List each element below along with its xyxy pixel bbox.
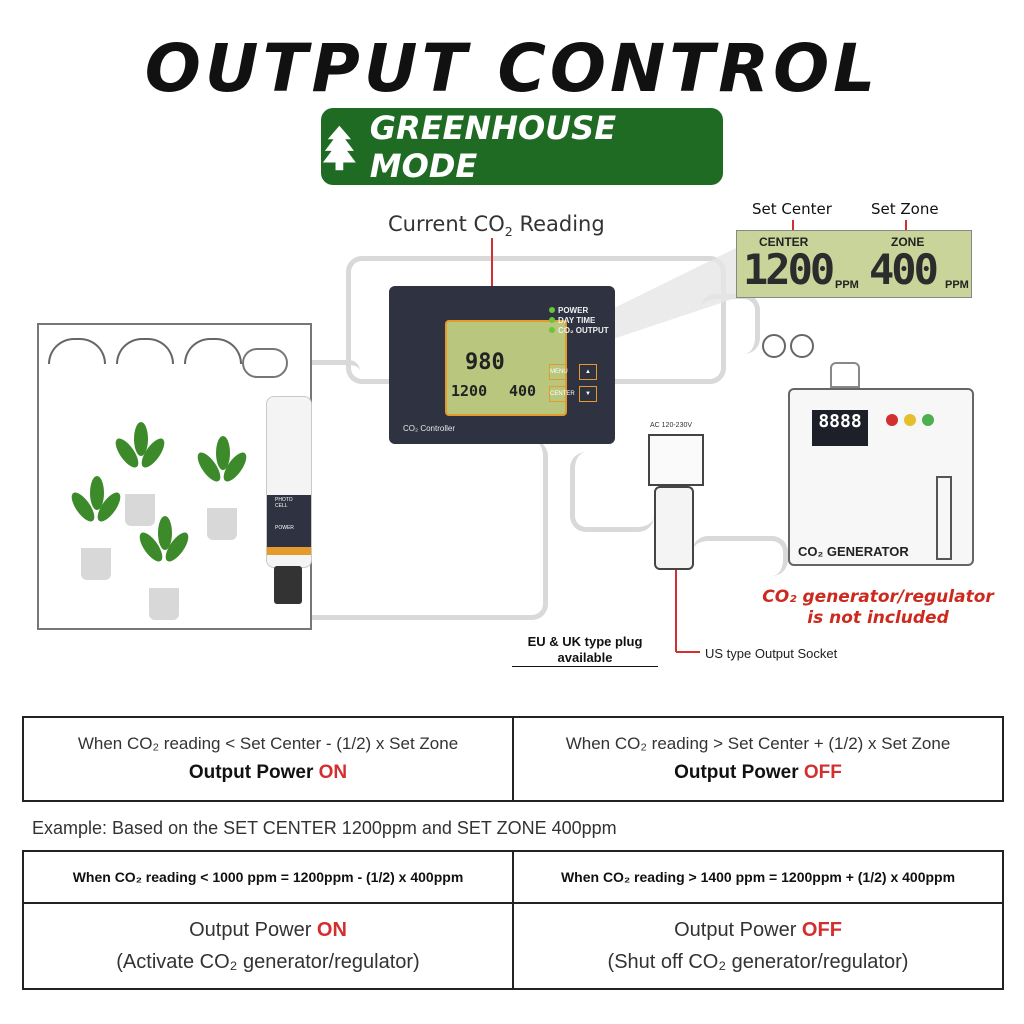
controller-display: 980 1200 400 bbox=[445, 320, 567, 416]
center-unit: PPM bbox=[835, 279, 859, 291]
plant bbox=[134, 510, 194, 620]
example-off-output: Output Power OFF bbox=[674, 919, 842, 941]
generator-display: 8888 bbox=[812, 410, 868, 446]
example-text: Example: Based on the SET CENTER 1200ppm… bbox=[32, 818, 617, 838]
example-on-output: Output Power ON bbox=[189, 919, 347, 941]
mode-badge: GREENHOUSE MODE bbox=[321, 108, 723, 185]
rule-on-output: Output Power ON bbox=[188, 762, 348, 783]
regulator-gauge bbox=[762, 334, 786, 358]
power-cable bbox=[692, 536, 788, 576]
wall-outlet: AC 120-230V bbox=[648, 422, 704, 486]
sensor-cable bbox=[286, 440, 548, 620]
daytime-indicator: DAY TIME bbox=[549, 316, 595, 325]
example-off-detail: (Shut off CO₂ generator/regulator) bbox=[607, 951, 909, 973]
co2-controller: 980 1200 400 CO₂ Controller POWER DAY TI… bbox=[389, 286, 615, 444]
plant bbox=[110, 416, 170, 526]
co2-generator: 8888 CO₂ GENERATOR bbox=[788, 388, 974, 566]
mode-label: GREENHOUSE MODE bbox=[369, 108, 617, 185]
rule-off-cell: When CO₂ reading > Set Center + (1/2) x … bbox=[512, 716, 1004, 802]
rules-table: When CO₂ reading < Set Center - (1/2) x … bbox=[22, 716, 1004, 802]
system-diagram: PHOTO CELL POWER Current CO2 Reading Set… bbox=[0, 190, 1024, 690]
co2-tank bbox=[830, 362, 860, 388]
power-indicator: POWER bbox=[549, 306, 588, 315]
cable-gland bbox=[274, 566, 302, 604]
rule-on-cell: When CO₂ reading < Set Center - (1/2) x … bbox=[22, 716, 514, 802]
output-indicator: CO₂ OUTPUT bbox=[549, 326, 609, 335]
co2-cloud bbox=[242, 348, 288, 378]
display-reading: 980 bbox=[465, 350, 505, 375]
controller-name: CO₂ Controller bbox=[403, 424, 456, 433]
status-light bbox=[886, 414, 898, 426]
regulator-gauge bbox=[790, 334, 814, 358]
plant bbox=[66, 470, 126, 580]
socket-note: US type Output Socket bbox=[705, 646, 838, 661]
zoomed-display: CENTER ZONE 1200 PPM 400 PPM bbox=[736, 230, 972, 298]
rule-on-condition: When CO₂ reading < Set Center - (1/2) x … bbox=[77, 734, 459, 753]
plant bbox=[192, 430, 252, 540]
tree-icon bbox=[322, 125, 356, 170]
current-reading-label: Current CO2 Reading bbox=[388, 212, 605, 240]
status-light bbox=[904, 414, 916, 426]
photocell-label: PHOTO CELL bbox=[275, 497, 293, 509]
flow-meter bbox=[936, 476, 952, 560]
example-on-cell: Output Power ON (Activate CO₂ generator/… bbox=[22, 902, 514, 990]
center-button[interactable]: CENTER bbox=[549, 386, 575, 402]
generator-note: CO₂ generator/regulator is not included bbox=[762, 587, 994, 628]
set-zone-label: Set Zone bbox=[871, 200, 939, 218]
generator-name: CO₂ GENERATOR bbox=[798, 544, 909, 559]
example-on-condition: When CO₂ reading < 1000 ppm = 1200ppm - … bbox=[22, 850, 514, 904]
example-on-detail: (Activate CO₂ generator/regulator) bbox=[116, 951, 420, 973]
rule-off-output: Output Power OFF bbox=[674, 762, 842, 783]
sensor-power-label: POWER bbox=[275, 525, 294, 531]
socket-rating: AC 120-230V bbox=[650, 422, 693, 429]
center-tag: CENTER bbox=[759, 235, 809, 249]
status-light bbox=[922, 414, 934, 426]
example-table: When CO₂ reading < 1000 ppm = 1200ppm - … bbox=[22, 850, 1004, 990]
page-title: OUTPUT CONTROL bbox=[144, 30, 880, 107]
example-off-cell: Output Power OFF (Shut off CO₂ generator… bbox=[512, 902, 1004, 990]
zone-value: 400 bbox=[869, 245, 939, 294]
center-value: 1200 bbox=[743, 245, 835, 294]
down-button[interactable]: ▼ bbox=[579, 386, 597, 402]
menu-button[interactable]: MENU bbox=[549, 364, 568, 380]
plug-note: EU & UK type plug available bbox=[512, 634, 658, 667]
zone-unit: PPM bbox=[945, 279, 969, 291]
display-zone: 400 bbox=[509, 382, 537, 400]
example-off-condition: When CO₂ reading > 1400 ppm = 1200ppm + … bbox=[512, 850, 1004, 904]
output-plug bbox=[654, 486, 694, 570]
set-center-label: Set Center bbox=[752, 200, 832, 218]
power-cable bbox=[570, 452, 654, 532]
rule-off-condition: When CO₂ reading > Set Center + (1/2) x … bbox=[565, 734, 951, 753]
zone-tag: ZONE bbox=[891, 235, 925, 249]
display-center: 1200 bbox=[451, 382, 488, 400]
up-button[interactable]: ▲ bbox=[579, 364, 597, 380]
